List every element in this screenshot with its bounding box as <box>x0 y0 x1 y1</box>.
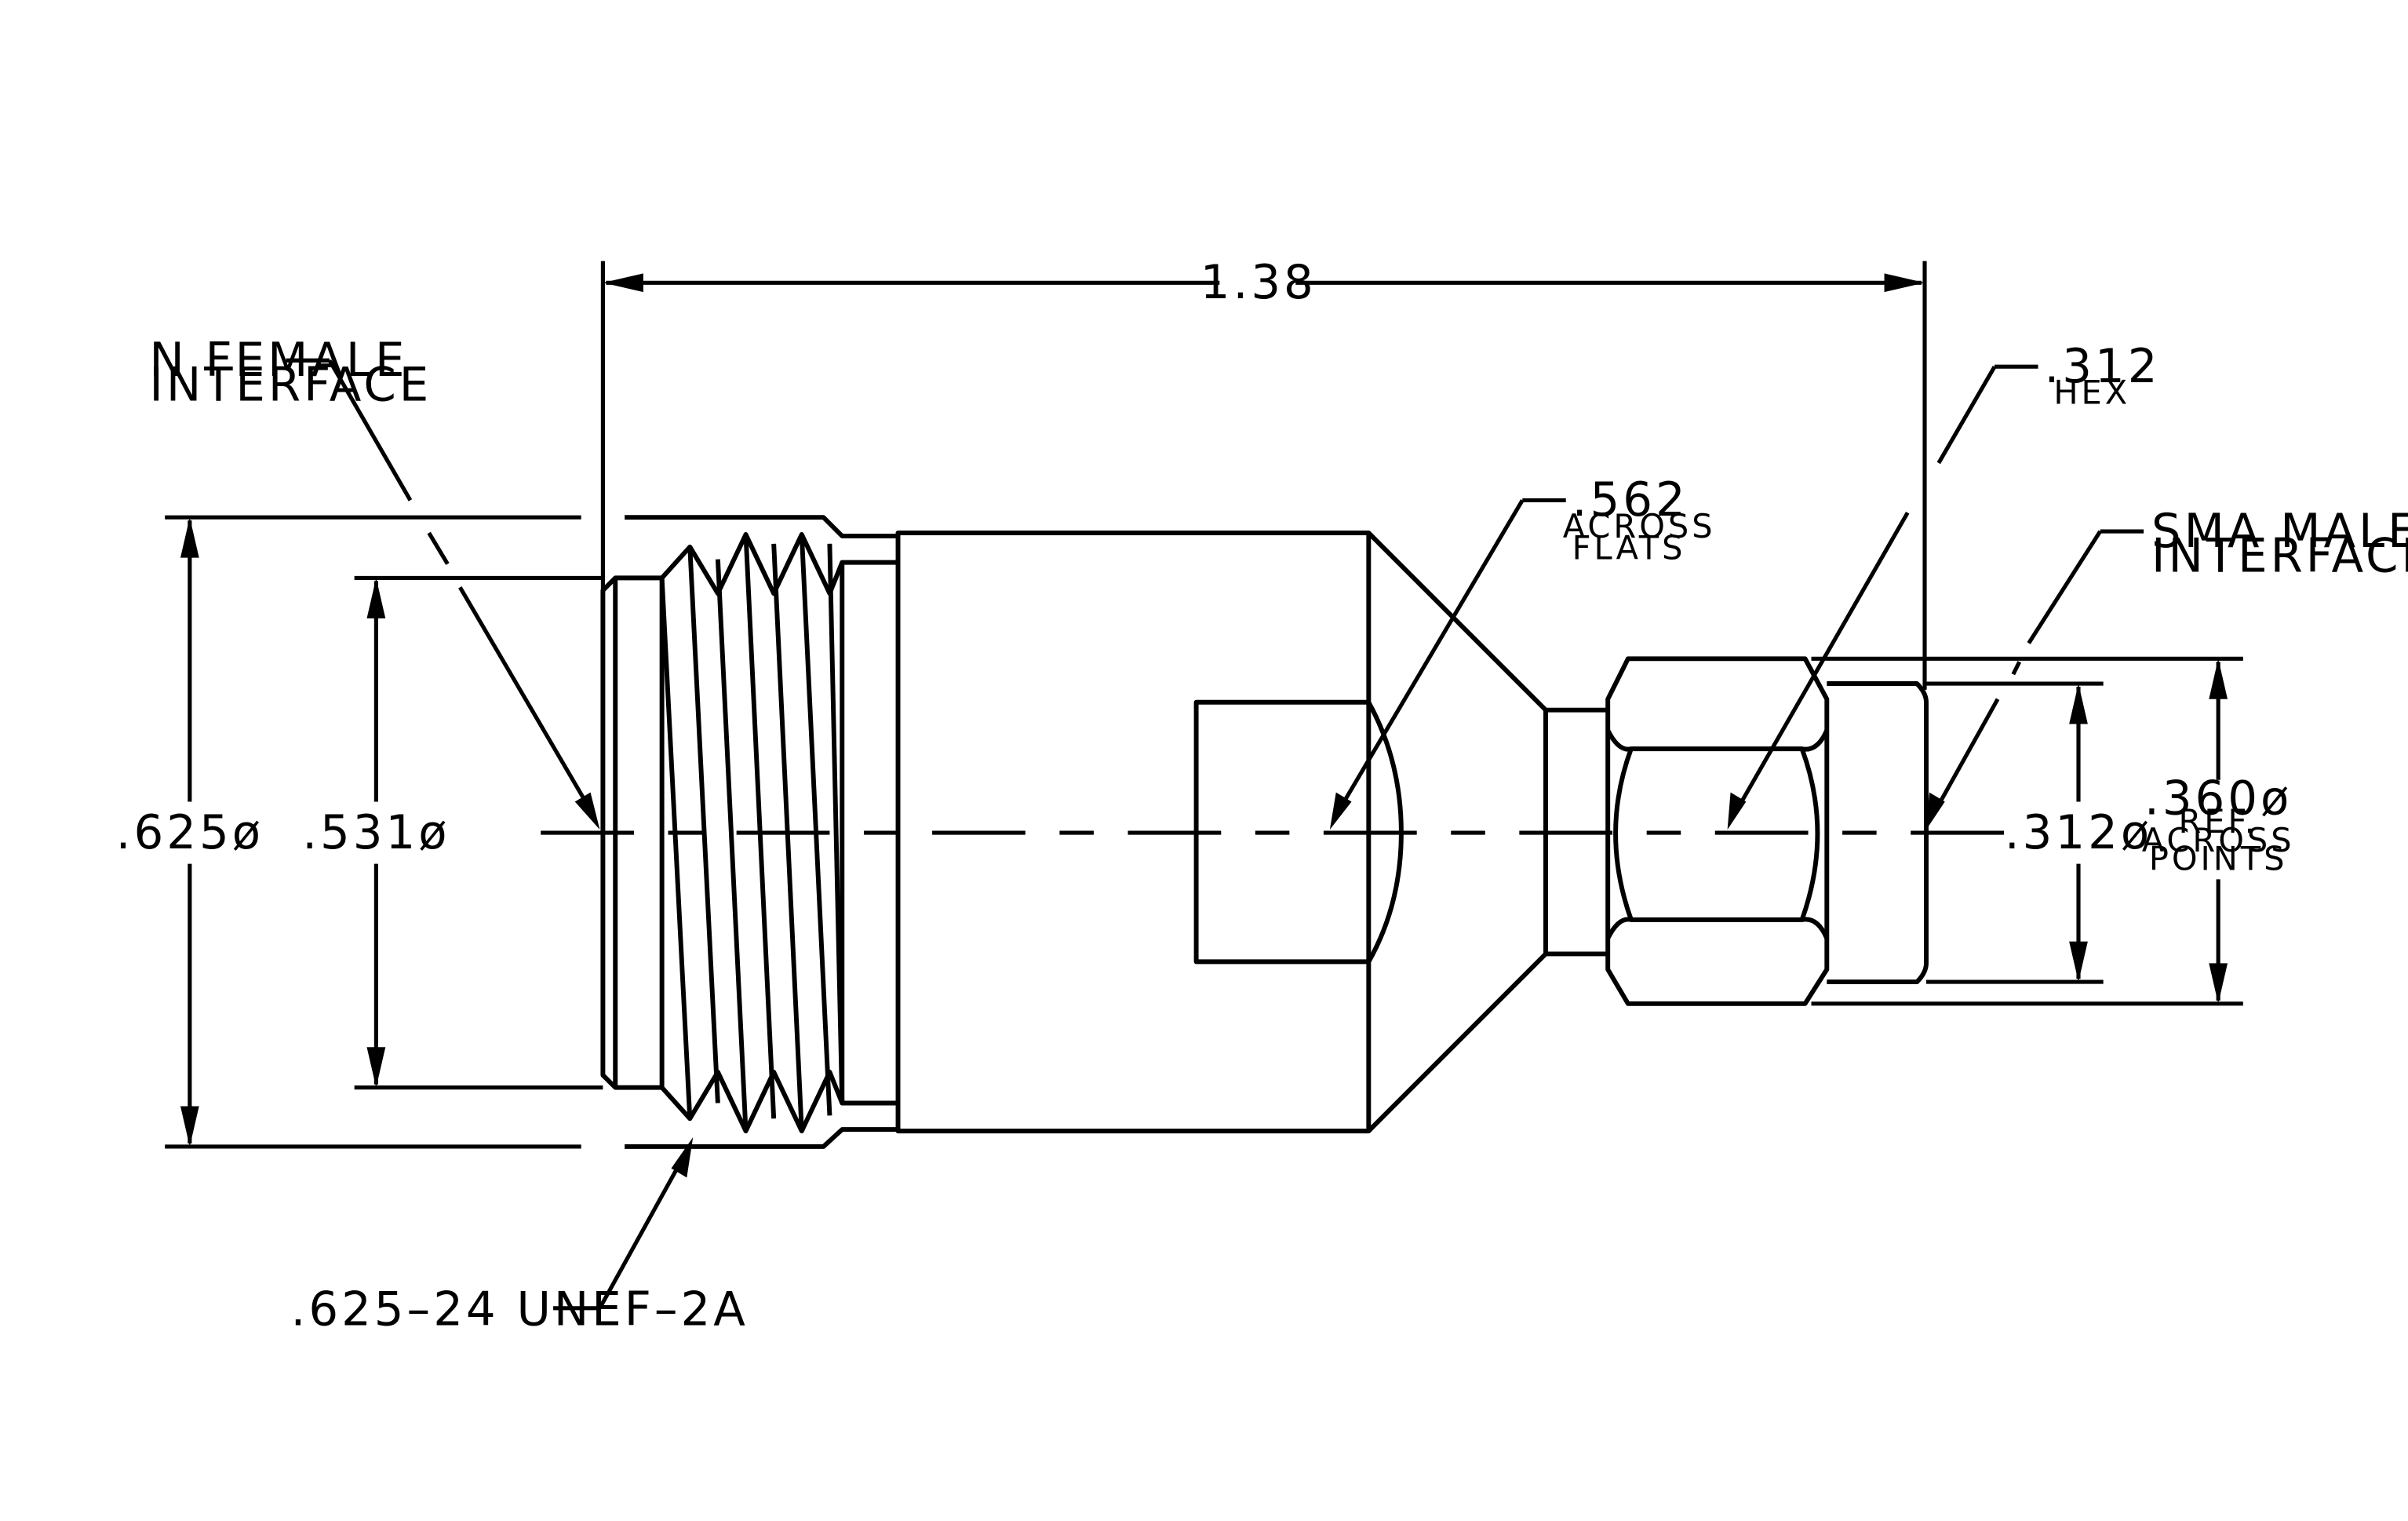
n-female-leader: N FEMALE INTERFACE <box>149 334 600 830</box>
across-flats-note-2: FLATS <box>1572 529 1686 567</box>
n-female-label-1: N FEMALE <box>149 334 407 388</box>
across-flats-leader: .562 ACROSS FLATS <box>1329 473 1716 830</box>
sma-male-leader: SMA MALE INTERFACE <box>1926 505 2408 830</box>
n-female-body <box>600 515 898 1149</box>
inner-diameter-dimension: .531ø <box>302 575 603 1090</box>
outer-diameter-label: .625ø <box>116 806 264 860</box>
hex-size-leader: .312 HEX <box>1727 340 2160 830</box>
main-body <box>895 531 1608 1134</box>
sma-male-label-2: INTERFACE <box>2151 529 2408 583</box>
thread-spec-label: .625–24 UNEF–2A <box>291 1283 749 1337</box>
inner-diameter-label: .531ø <box>302 806 450 860</box>
hex-size-label: .312 <box>2044 340 2160 394</box>
hex-points-note-2: ACROSS <box>2142 821 2295 859</box>
outer-diameter-dimension: .625ø <box>116 515 581 1149</box>
sma-hex-nut <box>1605 656 1929 1006</box>
across-flats-value: .562 <box>1572 473 1689 527</box>
n-female-label-2: INTERFACE <box>149 359 432 413</box>
overall-length-label: 1.38 <box>1200 256 1317 310</box>
sma-male-label-1: SMA MALE <box>2151 505 2408 559</box>
sma-diameter-label: .312ø <box>2005 806 2152 860</box>
overall-length-dimension: 1.38 <box>600 256 1927 690</box>
sma-diameter-dimension: .312ø <box>1926 681 2152 984</box>
hex-points-note-1: REF. <box>2178 802 2257 841</box>
hex-note-label: HEX <box>2053 374 2130 412</box>
across-flats-note-1: ACROSS <box>1563 507 1716 545</box>
hex-points-value: .360ø <box>2144 771 2292 826</box>
hex-points-note-3: POINTS <box>2149 840 2288 878</box>
thread-spec-leader: .625–24 UNEF–2A <box>291 1137 749 1337</box>
hex-points-dimension: .360ø REF. ACROSS POINTS <box>1811 656 2295 1006</box>
